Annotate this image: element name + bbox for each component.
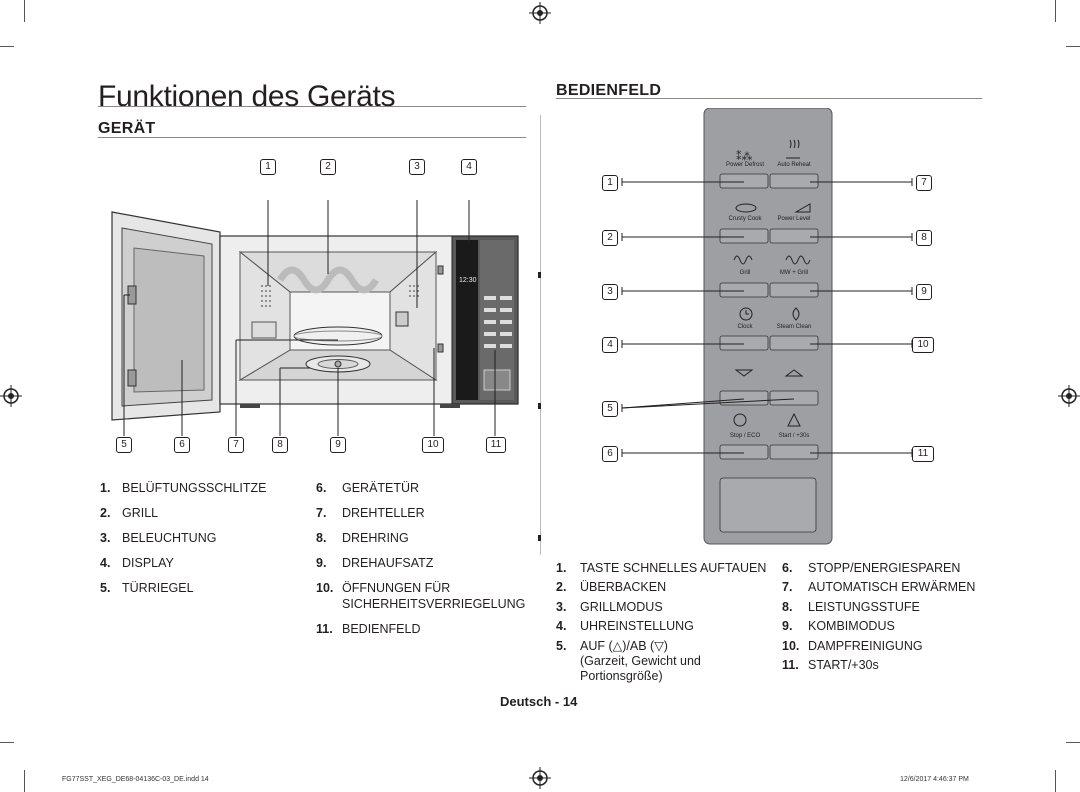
divider-tick — [538, 535, 541, 541]
registration-mark-icon — [529, 2, 551, 24]
registration-mark-icon — [0, 385, 22, 407]
legend-item: 10.DAMPFREINIGUNG — [782, 639, 923, 653]
section-heading-bedienfeld: BEDIENFELD — [556, 82, 662, 99]
legend-item: 8.LEISTUNGSSTUFE — [782, 600, 920, 614]
display-readout: 12:30 — [459, 277, 477, 284]
crop-mark — [1066, 742, 1080, 743]
device-callout-2: 2 — [320, 159, 336, 175]
legend-item: 8.DREHRING — [316, 531, 409, 545]
panel-callout-10: 10 — [912, 337, 934, 353]
legend-item: SICHERHEITSVERRIEGELUNG — [342, 597, 526, 611]
device-callout-6: 6 — [174, 437, 190, 453]
crop-mark — [24, 0, 25, 22]
footer-file-name: FG77SST_XEG_DE68-04136C-03_DE.indd 14 — [62, 776, 209, 783]
registration-mark-icon — [1058, 385, 1080, 407]
legend-item: 9.DREHAUFSATZ — [316, 556, 434, 570]
crop-mark — [0, 742, 14, 743]
device-callout-1: 1 — [260, 159, 276, 175]
registration-mark-icon — [529, 767, 551, 789]
panel-callout-3: 3 — [602, 284, 618, 300]
legend-item: 5.TÜRRIEGEL — [100, 581, 194, 595]
crop-mark — [24, 770, 25, 792]
legend-item: Portionsgröße) — [580, 669, 663, 683]
legend-item: 3.GRILLMODUS — [556, 600, 663, 614]
label-stop-eco: Stop / ECO — [729, 433, 761, 439]
crop-mark — [0, 46, 14, 47]
device-callout-5: 5 — [116, 437, 132, 453]
label-crusty-cook: Crusty Cook — [728, 216, 762, 222]
panel-callout-6: 6 — [602, 446, 618, 462]
panel-callout-1: 1 — [602, 175, 618, 191]
legend-item: 6.GERÄTETÜR — [316, 481, 420, 495]
label-mw-grill: MW + Grill — [779, 270, 809, 276]
legend-item: 4.DISPLAY — [100, 556, 174, 570]
microwave-illustration: 12:30 — [111, 200, 519, 436]
section-rule-right — [556, 98, 982, 99]
legend-item: 4.UHREINSTELLUNG — [556, 619, 694, 633]
legend-item: 6.STOPP/ENERGIESPAREN — [782, 561, 961, 575]
page-number: Deutsch - 14 — [500, 694, 578, 709]
crop-mark — [1055, 770, 1056, 792]
panel-callout-2: 2 — [602, 230, 618, 246]
legend-item: 11.START/+30s — [782, 658, 879, 672]
legend-item: 7.DREHTELLER — [316, 506, 425, 520]
control-panel-illustration: ⁑⁂ — [621, 108, 913, 545]
label-steam-clean: Steam Clean — [776, 324, 812, 330]
label-auto-reheat: Auto Reheat — [777, 162, 811, 168]
section-heading-geraet: GERÄT — [98, 120, 156, 137]
label-power-level: Power Level — [777, 216, 811, 222]
label-clock: Clock — [737, 324, 753, 330]
device-callout-8: 8 — [272, 437, 288, 453]
legend-item: 1.BELÜFTUNGSSCHLITZE — [100, 481, 267, 495]
legend-item: 5.AUF (△)/AB (▽) — [556, 639, 668, 653]
title-rule — [98, 106, 526, 107]
device-callout-10: 10 — [422, 437, 444, 453]
panel-callout-4: 4 — [602, 337, 618, 353]
device-callout-3: 3 — [409, 159, 425, 175]
legend-item: 11.BEDIENFELD — [316, 622, 421, 636]
label-power-defrost: Power Defrost — [725, 162, 764, 168]
column-divider — [540, 115, 541, 555]
legend-item: 2.ÜBERBACKEN — [556, 580, 667, 594]
label-grill: Grill — [739, 270, 751, 276]
svg-text:⁑⁂: ⁑⁂ — [736, 150, 753, 163]
legend-item: 7.AUTOMATISCH ERWÄRMEN — [782, 580, 976, 594]
panel-callout-8: 8 — [916, 230, 932, 246]
legend-item: 2.GRILL — [100, 506, 159, 520]
device-callout-9: 9 — [330, 437, 346, 453]
legend-item: 9.KOMBIMODUS — [782, 619, 895, 633]
panel-callout-7: 7 — [916, 175, 932, 191]
legend-item: 3.BELEUCHTUNG — [100, 531, 217, 545]
device-callout-7: 7 — [228, 437, 244, 453]
crop-mark — [1055, 0, 1056, 22]
device-callout-11: 11 — [486, 437, 506, 453]
legend-item: (Garzeit, Gewicht und — [580, 654, 701, 668]
panel-callout-9: 9 — [916, 284, 932, 300]
device-callout-4: 4 — [461, 159, 477, 175]
page-title: Funktionen des Geräts — [98, 80, 396, 113]
legend-item: 10.ÖFFNUNGEN FÜR — [316, 581, 451, 595]
label-start: Start / +30s — [778, 433, 810, 439]
panel-callout-11: 11 — [912, 446, 934, 462]
divider-tick — [538, 403, 541, 409]
legend-item: 1.TASTE SCHNELLES AUFTAUEN — [556, 561, 767, 575]
footer-timestamp: 12/6/2017 4:46:37 PM — [900, 776, 969, 783]
divider-tick — [538, 272, 541, 278]
crop-mark — [1066, 46, 1080, 47]
panel-callout-5: 5 — [602, 401, 618, 417]
section-rule-left — [98, 137, 526, 138]
